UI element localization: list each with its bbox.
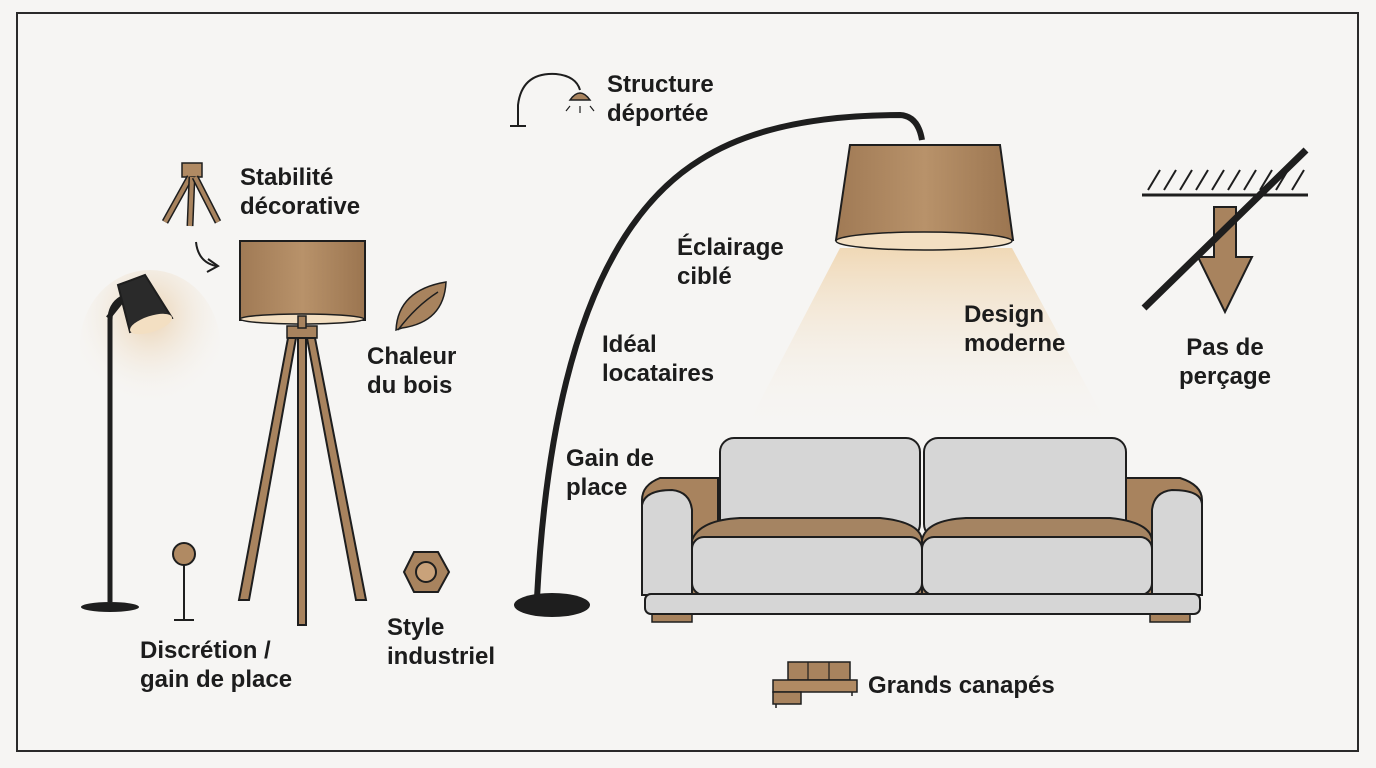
diagram-frame — [16, 12, 1359, 752]
label-line: décorative — [240, 193, 361, 220]
label-line: Pas de — [1186, 334, 1264, 361]
label-grands-canapes: Grands canapés — [868, 672, 1055, 699]
label-gain-de-place: Gain de place — [566, 444, 654, 502]
label-line: gain de place — [140, 666, 293, 693]
curved-arrow-icon — [195, 241, 220, 273]
black-floor-lamp — [80, 270, 220, 612]
label-line: Chaleur — [367, 343, 457, 370]
label-design-moderne: Design moderne — [964, 300, 1065, 358]
arc-lamp-icon — [510, 72, 595, 127]
label-stabilite-decorative: Stabilité décorative — [240, 163, 360, 221]
label-line: déportée — [607, 100, 709, 127]
label-pas-de-percage: Pas de perçage — [1172, 333, 1278, 391]
label-line: Style — [387, 614, 445, 641]
sofa-icon — [772, 661, 858, 708]
no-drill-icon — [1141, 147, 1309, 315]
label-style-industriel: Style industriel — [387, 613, 495, 671]
label-line: industriel — [387, 643, 496, 670]
label-line: perçage — [1178, 363, 1272, 390]
label-line: place — [566, 474, 628, 501]
tripod-icon — [161, 162, 222, 227]
label-line: Gain de — [566, 445, 655, 472]
sofa — [641, 437, 1203, 623]
label-structure-deportee: Structure déportée — [607, 70, 714, 128]
label-line: Stabilité — [240, 164, 334, 191]
pin-icon — [172, 542, 196, 621]
leaf-icon — [395, 281, 447, 332]
label-line: Design — [964, 301, 1045, 328]
label-line: Discrétion / — [140, 637, 271, 664]
label-line: Éclairage — [677, 234, 784, 261]
label-discretion-gain-de-place: Discrétion / gain de place — [140, 636, 292, 694]
label-line: locataires — [602, 360, 715, 387]
light-beam — [745, 248, 1110, 430]
hex-nut-icon — [402, 551, 451, 593]
wooden-tripod-lamp — [237, 240, 368, 626]
label-line: Idéal — [602, 331, 657, 358]
label-ideal-locataires: Idéal locataires — [602, 330, 714, 388]
arc-floor-lamp — [514, 111, 1015, 617]
label-line: moderne — [964, 330, 1066, 357]
label-line: ciblé — [677, 263, 732, 290]
label-chaleur-du-bois: Chaleur du bois — [367, 342, 456, 400]
label-line: du bois — [367, 372, 453, 399]
label-eclairage-cible: Éclairage ciblé — [677, 233, 784, 291]
label-line: Structure — [607, 71, 714, 98]
